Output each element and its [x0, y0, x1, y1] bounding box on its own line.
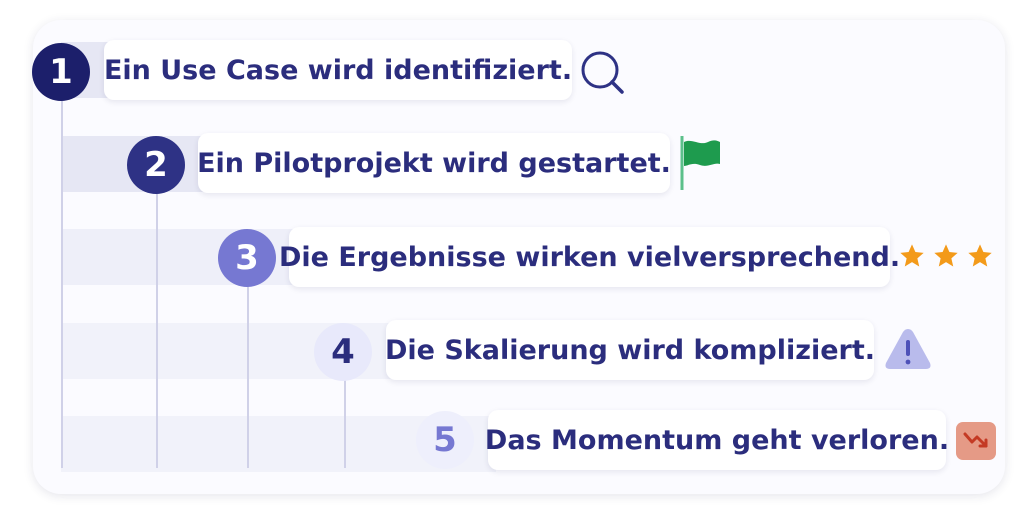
step-number-1: 1: [32, 43, 90, 101]
step-number-5: 5: [416, 411, 474, 469]
step-label-2: Ein Pilotprojekt wird gestartet.: [197, 133, 671, 193]
connector-line-4: [344, 378, 346, 468]
step-label-4: Die Skalierung wird kompliziert.: [385, 320, 875, 380]
flag-icon: [678, 134, 724, 196]
step-label-3: Die Ergebnisse wirken vielversprechend.: [279, 227, 900, 287]
step-label-5: Das Momentum geht verloren.: [485, 410, 949, 470]
step-number-3: 3: [218, 229, 276, 287]
step-label-1: Ein Use Case wird identifiziert.: [104, 40, 572, 100]
star-icon: [900, 244, 924, 267]
star-icon: [934, 244, 958, 267]
search-icon: [578, 48, 628, 102]
step-number-4: 4: [314, 323, 372, 381]
warning-icon: [883, 326, 933, 376]
trending-down-icon: [956, 422, 996, 464]
connector-line-1: [61, 98, 63, 468]
connector-line-2: [156, 192, 158, 468]
connector-line-3: [247, 286, 249, 468]
star-icon: [968, 244, 992, 267]
three-stars-icon: [898, 242, 994, 270]
step-number-2: 2: [127, 136, 185, 194]
